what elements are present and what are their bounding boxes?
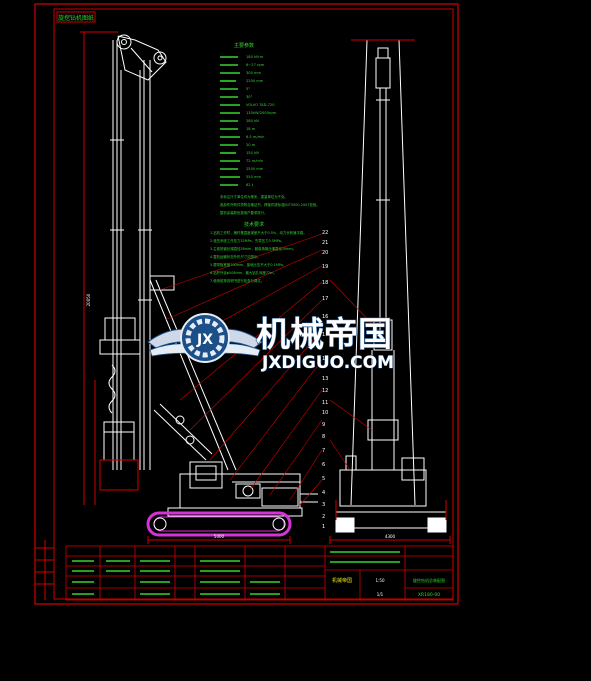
spec-value: 62 t — [246, 183, 254, 187]
spec-value: 2200 mm — [246, 79, 264, 83]
title-drawing-no: XR180-00 — [418, 592, 440, 598]
callout-label: 4 — [322, 490, 325, 496]
title-tab: 旋挖钻机图纸 — [58, 14, 94, 22]
side-view-dims — [147, 536, 291, 544]
front-view — [335, 39, 447, 533]
watermark-logo-icon: JX — [147, 313, 263, 363]
requirements-heading: 技术要求 — [244, 221, 264, 228]
title-block — [65, 545, 454, 601]
watermark: JX 机械帝国 JXDIGUO.COM — [147, 313, 394, 373]
requirement-line: 2.液压系统工作压力32MPa，先导压力3.5MPa。 — [210, 238, 284, 243]
watermark-cn: 机械帝国 — [256, 315, 392, 355]
spec-value: 150 kN — [246, 151, 259, 155]
spec-value: 550 mm — [246, 175, 262, 179]
note-line: 整机涂装颜色按用户要求执行。 — [220, 210, 267, 215]
callout-label: 11 — [322, 400, 328, 406]
spec-value: 18 m — [246, 127, 256, 131]
requirements-lines: 1.钻机工作时，桅杆垂直度误差不大于0.5%，动力头转速平稳。 2.液压系统工作… — [210, 230, 307, 283]
callout-label: 18 — [322, 280, 328, 286]
dim-width-front: 4300 — [385, 534, 396, 539]
spec-value: 6~27 rpm — [246, 63, 265, 67]
front-view-dims — [329, 500, 451, 544]
spec-heading: 主要参数 — [234, 42, 254, 49]
title-company: 机械帝国 — [332, 577, 352, 584]
callout-label: 15 — [322, 332, 328, 338]
title-sheet: 1/1 — [377, 592, 384, 597]
requirement-line: 4.整机运输状态外形尺寸见图示。 — [210, 254, 261, 259]
requirement-line: 5.履带板宽度700mm，接地比压不大于0.1MPa。 — [210, 262, 286, 267]
watermark-en: JXDIGUO.COM — [261, 353, 394, 373]
callout-label: 16 — [322, 314, 328, 320]
spec-value: 5° — [246, 87, 250, 91]
callout-label: 7 — [322, 448, 325, 454]
callout-label: 14 — [322, 356, 328, 362]
title-tab-box — [56, 11, 96, 23]
title-scale: 1:50 — [376, 578, 385, 583]
spec-value: 6.5 m/min — [246, 135, 264, 139]
side-view — [80, 31, 318, 517]
watermark-logo-letters: JX — [196, 332, 213, 348]
callout-label: 13 — [322, 376, 328, 382]
note-line: 各部件外购件须附合格证书，焊接件按标准JB/T5000-2007检验。 — [220, 202, 320, 207]
callout-label: 22 — [322, 230, 328, 236]
left-margin-strip — [35, 540, 54, 600]
callout-label: 3 — [322, 502, 325, 508]
spec-value: 280 kN — [246, 119, 259, 123]
spec-value: 2500 mm — [246, 167, 264, 171]
callout-label: 12 — [322, 388, 328, 394]
note-line: 未标注尺寸单位均为毫米，重量单位为千克。 — [220, 194, 288, 199]
spec-value: 180 kN·m — [246, 55, 264, 59]
requirement-line: 3.主卷扬钢丝绳直径28mm，副卷扬钢丝绳直径20mm。 — [210, 246, 296, 251]
callout-label: 2 — [322, 514, 325, 520]
requirement-line: 1.钻机工作时，桅杆垂直度误差不大于0.5%，动力头转速平稳。 — [210, 230, 307, 235]
callout-label: 6 — [322, 462, 325, 468]
callout-label: 10 — [322, 410, 328, 416]
callout-label: 9 — [322, 422, 325, 428]
spec-values: 180 kN·m 6~27 rpm 300 mm 2200 mm 5° 30° … — [246, 55, 277, 187]
crawler-track — [146, 511, 292, 537]
callout-label: 1 — [322, 524, 325, 530]
title-block-fills — [72, 551, 400, 595]
spec-value: 30° — [246, 95, 253, 99]
spec-value: VOLVO TAD-720 — [246, 103, 275, 107]
callout-label: 17 — [322, 296, 328, 302]
callout-label: 5 — [322, 476, 325, 482]
callout-label: 21 — [322, 240, 328, 246]
dim-track-length: 5000 — [214, 534, 225, 539]
spec-value: 72 m/min — [246, 159, 263, 163]
dim-tower-height: 20050 — [86, 293, 91, 306]
callout-label: 20 — [322, 250, 328, 256]
callout-label: 19 — [322, 264, 328, 270]
requirement-line: 7.使用前按说明书进行检查与调试。 — [210, 278, 264, 283]
spec-value: 300 mm — [246, 71, 262, 75]
spec-value: 135kW/2000rpm — [246, 111, 277, 115]
callout-label: 8 — [322, 434, 325, 440]
spec-label-strokes — [220, 56, 240, 186]
note-lines: 未标注尺寸单位均为毫米，重量单位为千克。 各部件外购件须附合格证书，焊接件按标准… — [220, 194, 320, 215]
callout-leaders — [159, 233, 379, 506]
spec-value: 20 m — [246, 143, 256, 147]
title-drawing-name: 旋挖钻机总装配图 — [413, 577, 445, 583]
callout-numbers: 22 21 20 19 18 17 16 15 14 13 12 11 10 9… — [322, 230, 328, 530]
requirement-line: 6.钻杆外径φ508mm，最大钻孔深度72m。 — [210, 270, 277, 275]
outer-frame — [34, 3, 459, 605]
inner-frame — [53, 8, 454, 600]
